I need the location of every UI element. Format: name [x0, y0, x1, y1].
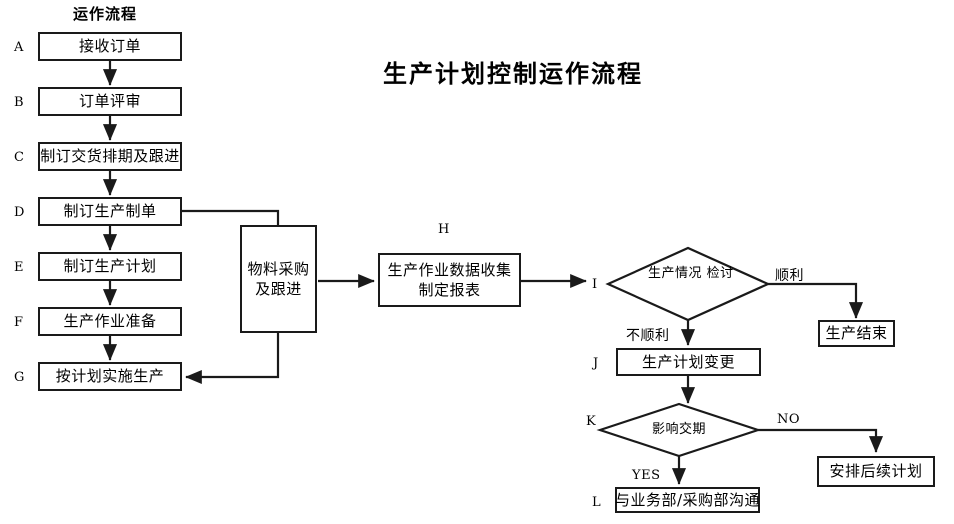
node-material-purchase[interactable]: 物料采购 及跟进	[240, 225, 317, 333]
edge-label-not-smooth: 不顺利	[626, 328, 670, 344]
node-h-line1: 生产作业数据收集	[387, 260, 512, 279]
step-label-h: H	[438, 222, 450, 237]
node-arrange-followup-plan[interactable]: 安排后续计划	[817, 456, 935, 487]
node-finish-text: 生产结束	[825, 324, 888, 343]
step-label-f: F	[14, 315, 24, 330]
edge-label-yes: YES	[632, 468, 661, 483]
node-h-line2: 制定报表	[418, 281, 481, 299]
node-a-receive-order[interactable]: 接收订单	[38, 32, 182, 61]
node-j-plan-change[interactable]: 生产计划变更	[616, 348, 761, 376]
node-h-data-collection[interactable]: 生产作业数据收集 制定报表	[378, 253, 521, 307]
step-label-j: J	[593, 356, 599, 371]
node-material-line2: 及跟进	[255, 280, 302, 298]
section-header: 运作流程	[73, 5, 138, 23]
step-label-l: L	[592, 495, 601, 510]
step-label-a: A	[14, 40, 24, 55]
node-b-text: 订单评审	[78, 92, 141, 111]
node-c-text: 制订交货排期及跟进	[40, 147, 180, 166]
node-k-text: 影响交期	[651, 422, 706, 437]
node-k-affects-delivery[interactable]: 影响交期	[639, 422, 719, 439]
node-e-production-plan[interactable]: 制订生产计划	[38, 252, 182, 281]
node-j-text: 生产计划变更	[641, 352, 735, 371]
step-label-b: B	[14, 95, 24, 110]
edge-k-followup	[758, 428, 884, 453]
node-b-order-review[interactable]: 订单评审	[38, 87, 182, 116]
node-i-line2: 检讨	[706, 266, 734, 281]
step-label-c: C	[14, 150, 24, 165]
node-production-finished[interactable]: 生产结束	[818, 320, 895, 347]
node-c-delivery-schedule[interactable]: 制订交货排期及跟进	[38, 142, 182, 171]
node-g-execute-production[interactable]: 按计划实施生产	[38, 362, 182, 391]
node-e-text: 制订生产计划	[63, 257, 157, 276]
node-material-line1: 物料采购	[247, 259, 310, 278]
step-label-d: D	[14, 205, 25, 220]
step-label-k: K	[586, 414, 596, 429]
node-followup-text: 安排后续计划	[829, 462, 923, 481]
step-label-e: E	[14, 260, 24, 275]
node-i-review-status[interactable]: 生产情况 检讨	[648, 266, 733, 283]
node-f-production-prep[interactable]: 生产作业准备	[38, 307, 182, 336]
edge-i-finish	[768, 282, 864, 319]
step-label-g: G	[14, 370, 25, 385]
diamond-i	[605, 246, 771, 322]
edge-material-g	[185, 333, 280, 385]
node-i-line1: 生产情况	[648, 266, 703, 281]
node-l-text: 与业务部/采购部沟通	[614, 490, 761, 509]
node-f-text: 生产作业准备	[63, 312, 157, 331]
edge-d-material	[182, 209, 280, 225]
node-a-text: 接收订单	[78, 37, 141, 56]
node-d-text: 制订生产制单	[63, 202, 157, 221]
edge-label-no: NO	[777, 412, 801, 427]
step-label-i: I	[592, 277, 598, 292]
edge-label-smooth: 顺利	[775, 268, 804, 284]
node-d-production-order[interactable]: 制订生产制单	[38, 197, 182, 226]
chart-title: 生产计划控制运作流程	[383, 60, 643, 88]
node-g-text: 按计划实施生产	[55, 367, 165, 386]
node-l-communicate-departments[interactable]: 与业务部/采购部沟通	[615, 487, 760, 513]
